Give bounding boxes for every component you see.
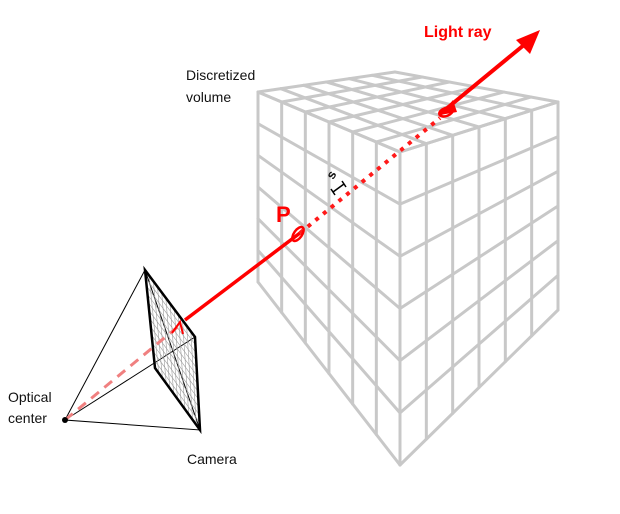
ray-inside-volume: [298, 116, 442, 235]
volume-grid-line: [256, 280, 402, 467]
camera-image-plane-grid: [145, 275, 200, 425]
camera-image-plane: [143, 265, 202, 435]
camera-frustum: [64, 268, 201, 431]
light-ray-arrowhead: [516, 30, 540, 54]
step-size-marker: [332, 183, 345, 193]
volume-grid-line: [256, 248, 402, 415]
exit-marker: [438, 106, 454, 118]
camera-grid-line: [190, 331, 197, 425]
volume-grid-line: [370, 73, 534, 112]
step-size-tick-a: [330, 188, 336, 196]
volume-grid-line: [398, 100, 560, 154]
step-size-tick-b: [341, 180, 347, 188]
optical-center-label-line2: center: [8, 410, 47, 426]
camera-label: Camera: [187, 451, 237, 467]
optical-center-dot: [62, 417, 68, 423]
point-p-label: P: [276, 202, 291, 227]
volume-grid-line: [398, 273, 560, 415]
pixel-arrow: [171, 319, 184, 335]
volume-label-line2: volume: [186, 89, 232, 105]
volume-grid: [256, 70, 560, 467]
volume-label-line1: Discretized: [186, 67, 256, 83]
point-p-marker: [291, 225, 305, 243]
volume-grid-line: [398, 308, 560, 467]
light-ray-label: Light ray: [424, 24, 492, 41]
camera-grid-line: [153, 359, 200, 423]
optical-center-label-line1: Optical: [8, 389, 52, 405]
ray-outside-volume: [183, 231, 302, 322]
dashed-ray: [64, 323, 181, 422]
camera-grid-line: [153, 351, 200, 415]
volume-grid-line: [393, 70, 560, 104]
light-ray-arrow: [438, 38, 532, 116]
